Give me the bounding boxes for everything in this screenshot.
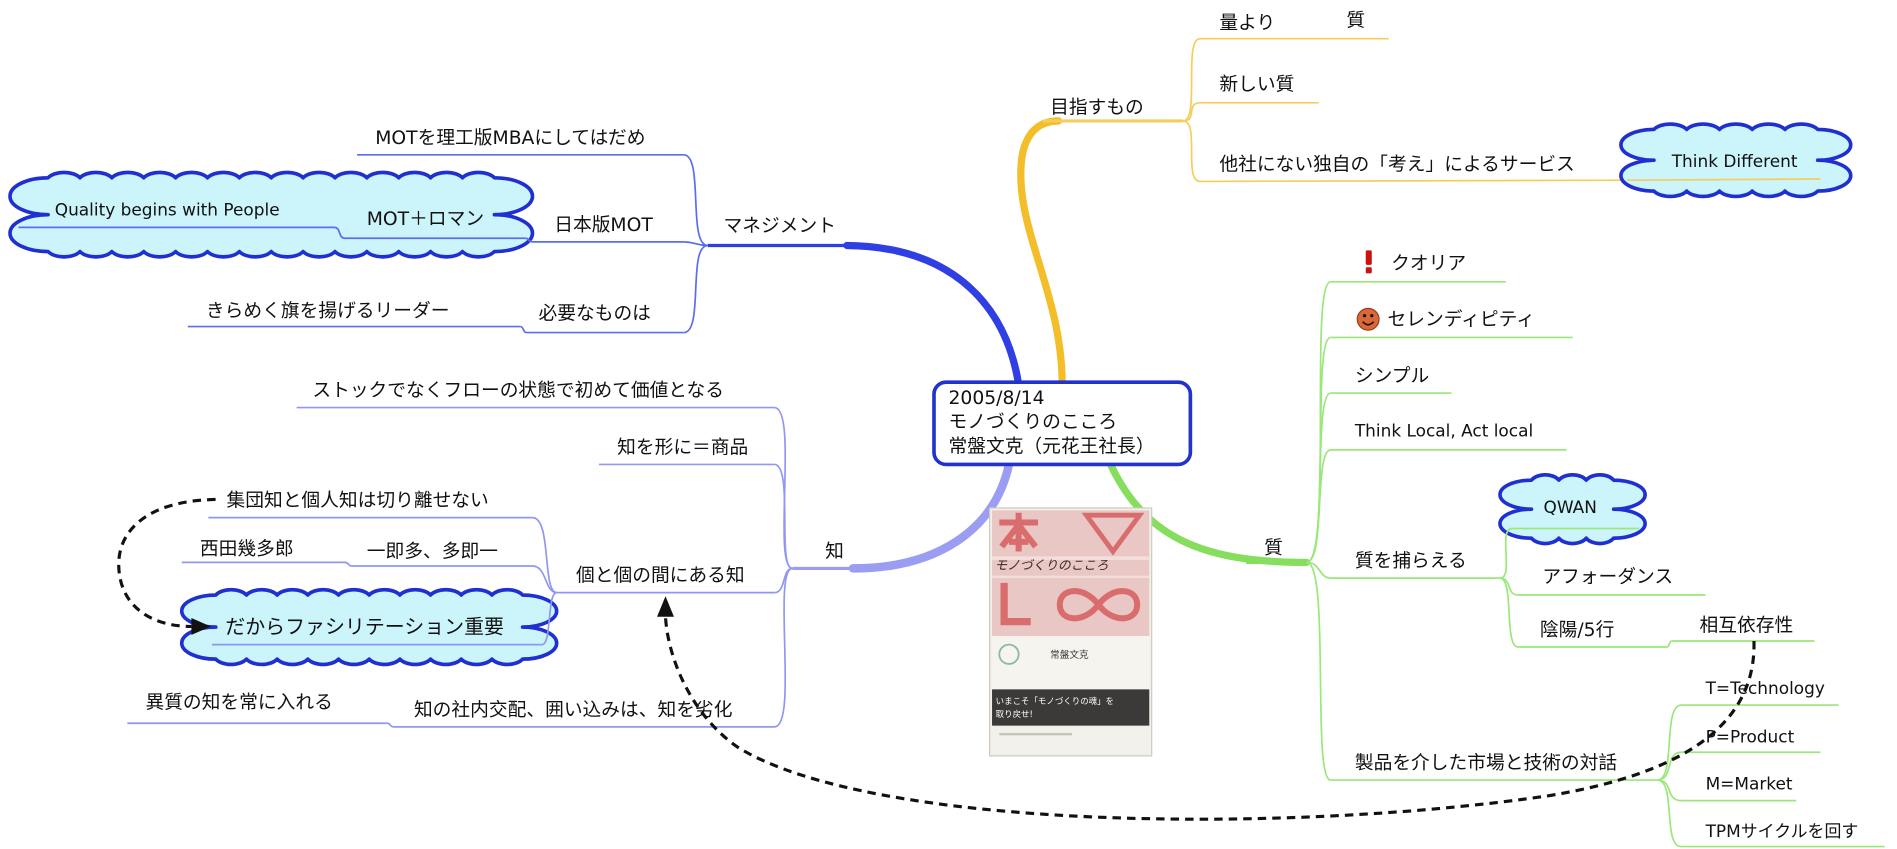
book-title: モノづくりのこころ bbox=[994, 558, 1108, 573]
t-label: T=Technology bbox=[1705, 678, 1825, 698]
connector-m bbox=[1657, 779, 1682, 802]
qwan-label: QWAN bbox=[1544, 497, 1597, 517]
sougo-label: 相互依存性 bbox=[1700, 615, 1794, 636]
connector-p bbox=[1657, 751, 1682, 781]
book-author: 常盤文克 bbox=[1050, 649, 1089, 661]
shitsu-label: 質 bbox=[1264, 538, 1283, 559]
connector-simple bbox=[1306, 392, 1332, 564]
connector-taiwa bbox=[1306, 561, 1332, 781]
think-different-label: Think Different bbox=[1671, 151, 1798, 171]
cover-mark-tree bbox=[999, 512, 1038, 552]
connector-leader bbox=[520, 325, 527, 334]
connector-ryo bbox=[1182, 37, 1201, 122]
connector-shudan bbox=[532, 516, 558, 594]
smiley-icon bbox=[1356, 307, 1380, 331]
connector-sougo bbox=[1666, 640, 1672, 648]
nishida-label: 西田幾多郎 bbox=[200, 539, 294, 560]
stock-label: ストックでなくフローの状態で初めて価値となる bbox=[312, 381, 724, 402]
connector-mot-mba bbox=[683, 153, 709, 247]
dashed-arrow-sougo-to-koko bbox=[663, 616, 1756, 821]
connector-quality bbox=[333, 226, 346, 240]
toraeru-label: 質を捕らえる bbox=[1355, 551, 1467, 572]
taiwa-label: 製品を介した市場と技術の対話 bbox=[1355, 753, 1617, 774]
inyou-label: 陰陽/5行 bbox=[1540, 620, 1614, 641]
nihon-mot-label: 日本版MOT bbox=[554, 215, 653, 236]
central-title: モノづくりのこころ bbox=[949, 412, 1118, 433]
connector-think-local bbox=[1306, 449, 1332, 564]
koko-label: 個と個の間にある知 bbox=[576, 566, 745, 587]
connector-koko bbox=[774, 567, 793, 594]
central-date: 2005/8/14 bbox=[949, 388, 1045, 409]
connector-mot-roman bbox=[525, 237, 533, 243]
mot-mba-label: MOTを理工版MBAにしてはだめ bbox=[375, 128, 645, 149]
service-label: 他社にない独自の「考え」によるサービス bbox=[1219, 155, 1574, 176]
connector-issoku bbox=[532, 565, 557, 594]
central-author: 常盤文克（元花王社長） bbox=[949, 436, 1155, 457]
mot-roman-label: MOT＋ロマン bbox=[367, 209, 484, 230]
qwan-cloud bbox=[1498, 473, 1647, 546]
connector-t bbox=[1656, 704, 1682, 781]
connector-qwan bbox=[1499, 527, 1513, 579]
connector-ishitsu bbox=[387, 722, 394, 728]
leader-label: きらめく旗を揚げるリーダー bbox=[206, 301, 450, 322]
connector-affordance bbox=[1499, 577, 1519, 596]
facilitation-label: だからファシリテーション重要 bbox=[225, 615, 504, 639]
service-underline bbox=[1200, 179, 1627, 183]
affordance-label: アフォーダンス bbox=[1542, 567, 1673, 588]
branch-mezasu-trunk bbox=[1017, 117, 1066, 389]
serendipity-label: セレンディピティ bbox=[1388, 309, 1535, 330]
management-label: マネジメント bbox=[724, 216, 836, 237]
quality-people-label: Quality begins with People bbox=[55, 199, 280, 219]
mezasu-label: 目指すもの bbox=[1050, 98, 1144, 119]
connector-atarashii bbox=[1183, 101, 1201, 122]
branch-chi-trunk bbox=[848, 460, 1014, 573]
ryo-label: 量より bbox=[1219, 13, 1275, 34]
arrowhead-facilitation bbox=[191, 618, 211, 635]
chi-label: 知 bbox=[825, 542, 844, 563]
connector-shohin bbox=[774, 463, 793, 570]
exclamation-icon bbox=[1365, 250, 1372, 274]
shohin-label: 知を形に＝商品 bbox=[617, 438, 748, 459]
facilitation-cloud bbox=[179, 587, 559, 667]
issoku-label: 一即多、多即一 bbox=[367, 542, 498, 563]
simple-label: シンプル bbox=[1355, 366, 1429, 387]
ishitsu-label: 異質の知を常に入れる bbox=[145, 693, 332, 714]
connector-tpm bbox=[1656, 779, 1682, 848]
cover-mark-triangle bbox=[1081, 512, 1145, 556]
tpm-label: TPMサイクルを回す bbox=[1705, 821, 1859, 841]
central-node bbox=[932, 380, 1193, 467]
ryo-child-label: 質 bbox=[1346, 11, 1365, 32]
connector-nishida bbox=[344, 561, 352, 567]
connector-inyou bbox=[1499, 577, 1519, 648]
connector-service bbox=[1182, 120, 1201, 183]
shudan-label: 集団知と個人知は切り離せない bbox=[226, 491, 488, 512]
book-tagline-1: いまこそ「モノづくりの魂」を bbox=[996, 696, 1114, 706]
hitsuyou-label: 必要なものは bbox=[539, 303, 651, 324]
cover-mark-l bbox=[1000, 582, 1031, 626]
branch-management-trunk bbox=[843, 241, 1023, 389]
cover-mark-infinity bbox=[1056, 588, 1141, 622]
connector-facilitation bbox=[541, 591, 558, 646]
p-label: P=Product bbox=[1706, 727, 1795, 747]
dashed-arrow-shudan-to-facilitation bbox=[117, 497, 216, 629]
atarashii-label: 新しい質 bbox=[1219, 75, 1294, 96]
connector-kouhai bbox=[774, 567, 793, 728]
book-cover: モノづくりのこころ 常盤文克 いまこそ「モノづくりの魂」を 取り戻せ! bbox=[989, 507, 1153, 757]
connector-hitsuyou bbox=[683, 244, 709, 334]
qualia-label: クオリア bbox=[1391, 254, 1466, 275]
think-different-underline bbox=[1626, 178, 1821, 182]
m-label: M=Market bbox=[1706, 774, 1793, 794]
arrowhead-koko bbox=[657, 596, 674, 617]
think-local-label: Think Local, Act local bbox=[1354, 421, 1533, 441]
kouhai-label: 知の社内交配、囲い込みは、知を劣化 bbox=[414, 700, 733, 721]
mot-roman-cloud bbox=[8, 170, 535, 259]
book-tagline-2: 取り戻せ! bbox=[996, 709, 1033, 719]
